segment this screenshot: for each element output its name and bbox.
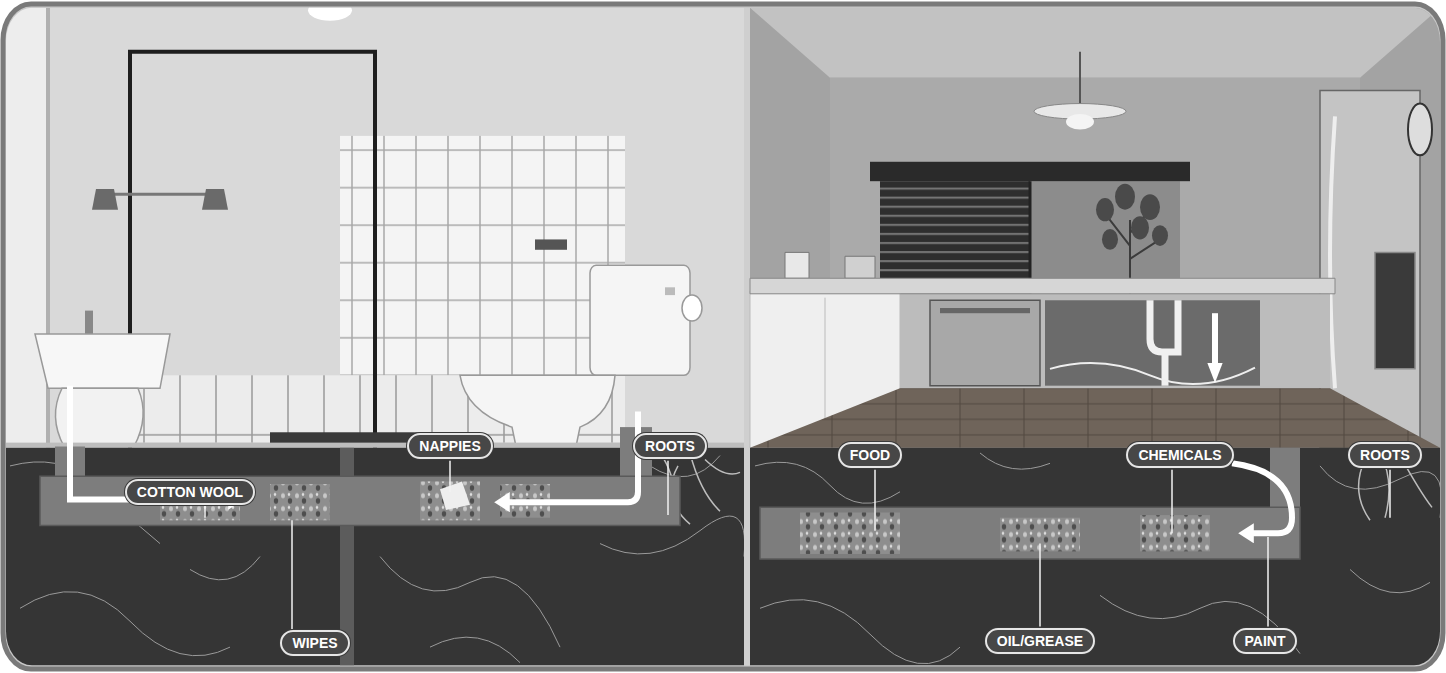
oven bbox=[1375, 252, 1415, 368]
leader-line bbox=[291, 520, 293, 629]
callout-label: WIPES bbox=[292, 635, 337, 651]
dishwasher-handle bbox=[940, 308, 1030, 313]
callout-label: COTTON WOOL bbox=[137, 484, 243, 500]
side-wall bbox=[6, 8, 46, 448]
dishwasher bbox=[930, 300, 1040, 385]
callout-pill: CHEMICALS bbox=[1126, 442, 1233, 468]
leader-line bbox=[204, 506, 206, 518]
ceiling bbox=[750, 8, 1440, 78]
toilet-cistern bbox=[590, 265, 690, 375]
callout-pill: PAINT bbox=[1233, 628, 1298, 654]
fridge-handle bbox=[1330, 116, 1335, 388]
leader-line bbox=[1039, 544, 1041, 627]
chemical-blockage bbox=[1140, 515, 1210, 551]
tree-roots bbox=[10, 456, 745, 663]
callout-label: NAPPIES bbox=[419, 438, 480, 454]
callout-label: CHEMICALS bbox=[1138, 447, 1221, 463]
leaves bbox=[1131, 216, 1149, 239]
callout-pill: NAPPIES bbox=[407, 433, 492, 459]
leaves bbox=[1096, 198, 1114, 221]
callout-label: OIL/GREASE bbox=[997, 633, 1083, 649]
nappy bbox=[440, 481, 470, 509]
sewer-pipe bbox=[760, 507, 1300, 559]
leader-lines bbox=[205, 461, 1390, 629]
callout-pill: WIPES bbox=[280, 630, 349, 656]
leader-line bbox=[667, 461, 669, 515]
leader-line bbox=[1267, 537, 1269, 626]
toilet-paper bbox=[682, 295, 702, 321]
open-sink-cabinet bbox=[1045, 300, 1260, 385]
base-cabinets bbox=[900, 294, 1330, 388]
food-blockage bbox=[800, 513, 900, 554]
leader-line bbox=[1171, 470, 1173, 533]
shower-head bbox=[92, 189, 118, 210]
leaves bbox=[1152, 225, 1168, 246]
callout-pill: FOOD bbox=[838, 442, 902, 468]
callout-pill: ROOTS bbox=[633, 433, 707, 459]
fan-rod bbox=[1079, 52, 1081, 106]
leaves bbox=[1140, 194, 1160, 220]
ceiling-light bbox=[308, 8, 352, 21]
callout-pill: COTTON WOOL bbox=[125, 479, 255, 505]
leader-line bbox=[449, 461, 451, 492]
fan-light bbox=[1066, 114, 1094, 130]
timber-floor bbox=[750, 388, 1440, 448]
wall-tiles bbox=[340, 136, 625, 375]
pelmet bbox=[870, 162, 1190, 181]
flow-arrow bbox=[502, 412, 638, 503]
wall-clock bbox=[1408, 104, 1432, 156]
sink-trap bbox=[1150, 300, 1178, 352]
leader-line bbox=[1389, 470, 1391, 518]
leader-line bbox=[874, 470, 876, 531]
toaster bbox=[845, 256, 875, 278]
shower-head bbox=[202, 189, 228, 210]
scene bbox=[6, 8, 1440, 665]
tree-foliage bbox=[1096, 184, 1168, 250]
callout-pill: OIL/GREASE bbox=[985, 628, 1095, 654]
tree-roots bbox=[755, 453, 1440, 664]
hose bbox=[1050, 363, 1255, 384]
leaves bbox=[1102, 229, 1118, 250]
callout-pill: ROOTS bbox=[1348, 442, 1422, 468]
shelf bbox=[535, 239, 567, 249]
shower-screen bbox=[130, 52, 375, 466]
kitchen-wall bbox=[750, 8, 1440, 448]
leaves bbox=[1115, 184, 1135, 210]
sink-basin bbox=[35, 334, 170, 388]
callout-label: PAINT bbox=[1245, 633, 1286, 649]
flush-button bbox=[665, 287, 675, 295]
flow-arrow bbox=[1212, 313, 1218, 373]
flow-arrow bbox=[1232, 463, 1292, 533]
callout-label: ROOTS bbox=[645, 438, 695, 454]
shower-pipe bbox=[100, 193, 220, 196]
ground bbox=[6, 448, 744, 665]
callout-label: ROOTS bbox=[1360, 447, 1410, 463]
callout-label: FOOD bbox=[850, 447, 890, 463]
panel-divider bbox=[744, 8, 750, 665]
ground bbox=[750, 448, 1440, 665]
benchtop bbox=[750, 278, 1335, 294]
tap bbox=[85, 311, 93, 337]
wipes-blockage bbox=[270, 484, 330, 520]
kettle bbox=[785, 252, 809, 278]
